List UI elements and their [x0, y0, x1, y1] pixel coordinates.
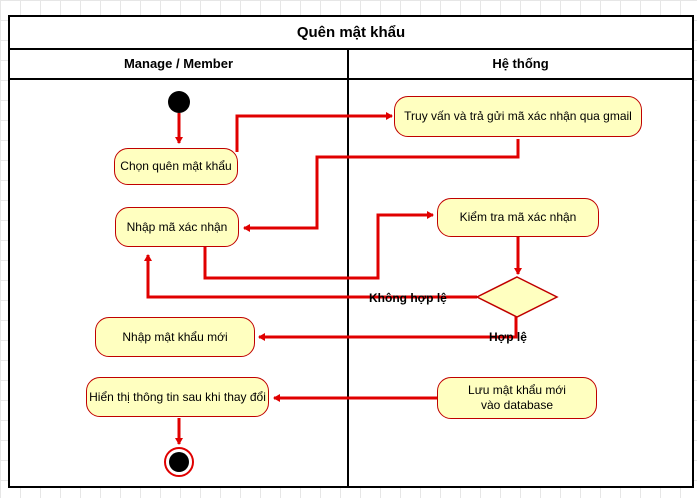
edge-enter-code-to-check: [203, 211, 434, 280]
guard-invalid: Không hợp lệ: [369, 291, 447, 305]
diagram-title: Quên mật khẩu: [10, 17, 692, 50]
node-save-password-line2: vào database: [480, 398, 554, 412]
edge-valid-to-new-password: [258, 316, 518, 341]
lane-header-he-thong: Hệ thống: [349, 48, 692, 80]
node-enter-new-password-label: Nhập mật khẩu mới: [122, 329, 228, 344]
node-save-password: Lưu mật khẩu mới vào database: [437, 377, 597, 419]
node-query-send: Truy vấn và trả gửi mã xác nhận qua gmai…: [394, 96, 642, 137]
node-show-info: Hiển thị thông tin sau khi thay đổi: [86, 377, 269, 417]
guard-valid: Hợp lệ: [489, 330, 527, 344]
lane-header-manage-member: Manage / Member: [10, 48, 347, 80]
node-enter-code: Nhập mã xác nhận: [115, 207, 239, 247]
edge-invalid-to-enter-code: [144, 254, 477, 299]
node-choose-forgot: Chọn quên mật khẩu: [114, 148, 238, 185]
node-enter-new-password: Nhập mật khẩu mới: [95, 317, 255, 357]
edge-query-to-enter-code: [243, 139, 520, 232]
node-save-password-line1: Lưu mật khẩu mới: [468, 383, 566, 397]
node-check-code: Kiểm tra mã xác nhận: [437, 198, 599, 237]
final-node-inner: [169, 452, 189, 472]
initial-node: [168, 91, 190, 113]
decision-node: [475, 276, 559, 318]
edge-choose-to-query: [235, 112, 393, 152]
lane-divider: [347, 48, 349, 486]
